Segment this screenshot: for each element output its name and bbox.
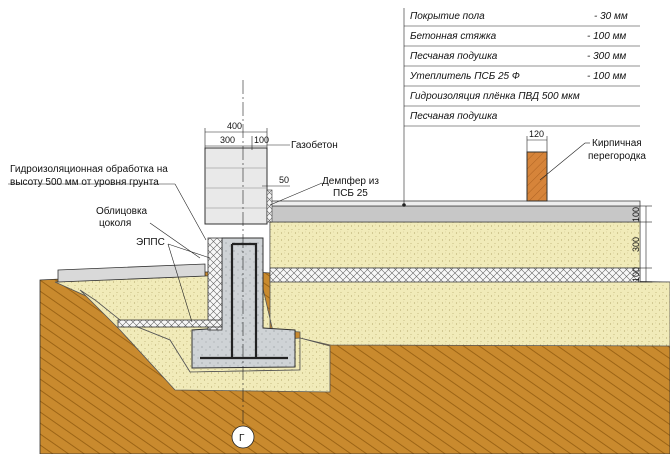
axis-marker	[231, 425, 255, 449]
dim-partition: 120	[529, 129, 544, 139]
spec-name: Покрытие пола	[410, 11, 485, 22]
sand-cushion-300	[269, 221, 641, 269]
spec-value: - 100 мм	[587, 71, 626, 82]
spec-value: - 300 мм	[587, 51, 626, 62]
dim-wall-total: 400	[227, 121, 242, 131]
rebar	[200, 242, 288, 360]
epps-horizontal	[117, 319, 223, 328]
spec-name: Песчаная подушка	[410, 51, 498, 62]
dim-right-2: 300	[631, 237, 641, 252]
label-hydro-2: высоту 500 мм от уровня грунта	[10, 177, 159, 188]
concrete-screed	[269, 205, 641, 223]
label-damper-2: ПСБ 25	[333, 188, 368, 199]
label-epps: ЭППС	[136, 237, 165, 248]
label-cladding-1: Облицовка	[96, 205, 148, 217]
insulation-layer	[269, 267, 641, 283]
epps-vertical	[207, 237, 223, 331]
label-partition-1: Кирпичная	[592, 138, 642, 149]
dim-right-1: 100	[631, 207, 641, 222]
spec-table: Покрытие пола - 30 мм Бетонная стяжка - …	[409, 11, 628, 122]
sand-pit	[79, 289, 331, 393]
label-damper-1: Демпфер из	[322, 175, 379, 187]
spec-value: - 30 мм	[594, 11, 628, 22]
label-gazobeton: Газобетон	[291, 139, 338, 151]
spec-name: Бетонная стяжка	[410, 31, 497, 42]
dim-wall-a: 300	[220, 135, 235, 145]
brick-partition	[526, 151, 548, 202]
aerated-concrete-wall	[204, 147, 268, 225]
spec-name: Гидроизоляция плёнка ПВД 500 мкм	[410, 91, 580, 102]
floor-covering	[269, 200, 641, 207]
spec-value: - 100 мм	[587, 31, 626, 42]
label-cladding-2: цоколя	[99, 218, 131, 229]
spec-name: Песчаная подушка	[410, 111, 498, 122]
dim-wall-b: 100	[254, 135, 269, 145]
axis-label: Г	[239, 433, 245, 444]
spec-name: Утеплитель ПСБ 25 Ф	[409, 71, 520, 82]
dim-damper: 50	[279, 175, 289, 185]
damper-strip	[266, 189, 273, 223]
blind-area	[57, 263, 206, 283]
dim-right-3: 100	[631, 267, 641, 282]
label-partition-2: перегородка	[588, 151, 646, 162]
label-hydro-1: Гидроизоляционная обработка на	[10, 163, 168, 175]
